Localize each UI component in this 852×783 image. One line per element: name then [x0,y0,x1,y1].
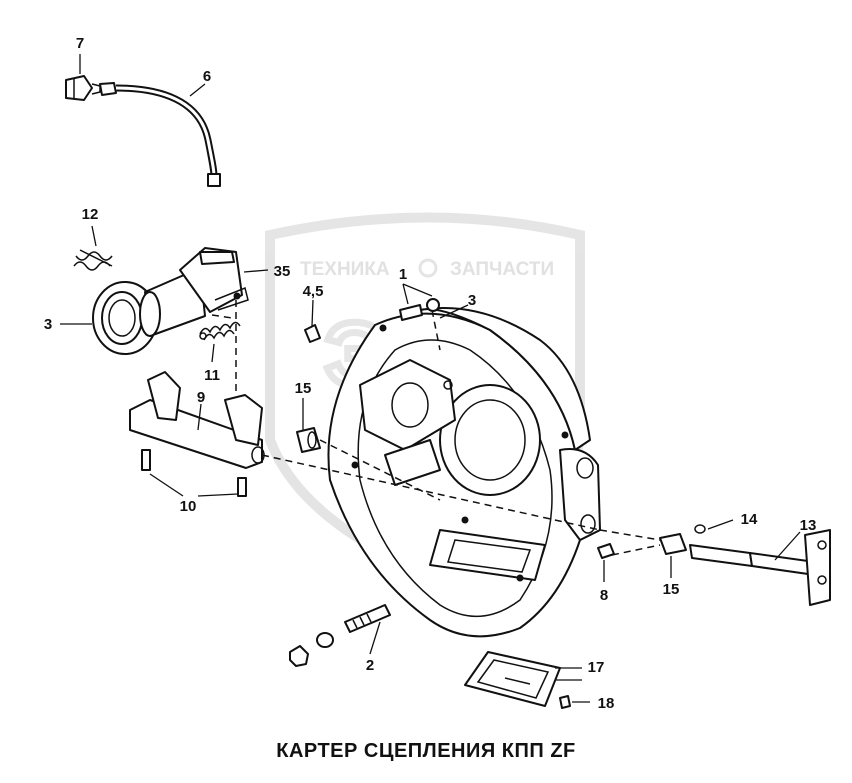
part-plug [304,324,321,343]
label-3-housing: 3 [468,292,476,309]
part-bolts [141,449,247,497]
part-top-bolt [399,298,440,321]
part-hose [99,82,221,187]
label-13: 13 [800,517,817,534]
label-3-bearing: 3 [44,316,52,333]
watermark-gear-icon [418,258,438,278]
part-spring [73,249,113,271]
label-35: 35 [274,263,291,280]
watermark-right-text: ЗАПЧАСТИ [450,259,554,280]
label-10: 10 [180,498,197,515]
label-4-5: 4,5 [303,283,324,300]
part-clutch-cylinder [139,247,249,337]
watermark-left-text: ТЕХНИКА [300,259,390,280]
part-bushing-left [296,427,321,453]
part-fork-bracket [129,371,265,469]
label-17: 17 [588,659,605,676]
part-union-nut [65,75,101,101]
label-18: 18 [598,695,615,712]
part-shaft-assembly [659,524,831,606]
label-11: 11 [204,367,220,384]
label-1: 1 [399,266,407,283]
callout-labels: 7 6 12 3 35 11 9 10 4,5 15 1 3 2 8 17 18… [44,35,817,712]
label-15-left: 15 [295,380,312,397]
label-8: 8 [600,587,608,604]
part-stud [289,604,391,667]
part-cover-plate [464,651,561,707]
leader-lines [60,54,801,703]
label-7: 7 [76,35,84,52]
part-release-bearing [92,281,158,355]
label-2: 2 [366,657,374,674]
part-small-plug [597,543,615,559]
label-12: 12 [82,206,99,223]
diagram-title: КАРТЕР СЦЕПЛЕНИЯ КПП ZF [276,740,576,762]
part-screw [559,695,571,709]
label-15-right: 15 [663,581,680,598]
part-small-spring [199,321,241,341]
label-14: 14 [741,511,758,528]
part-clutch-housing [327,307,601,638]
label-6: 6 [203,68,211,85]
assembly-lines [211,300,661,556]
label-9: 9 [197,389,205,406]
